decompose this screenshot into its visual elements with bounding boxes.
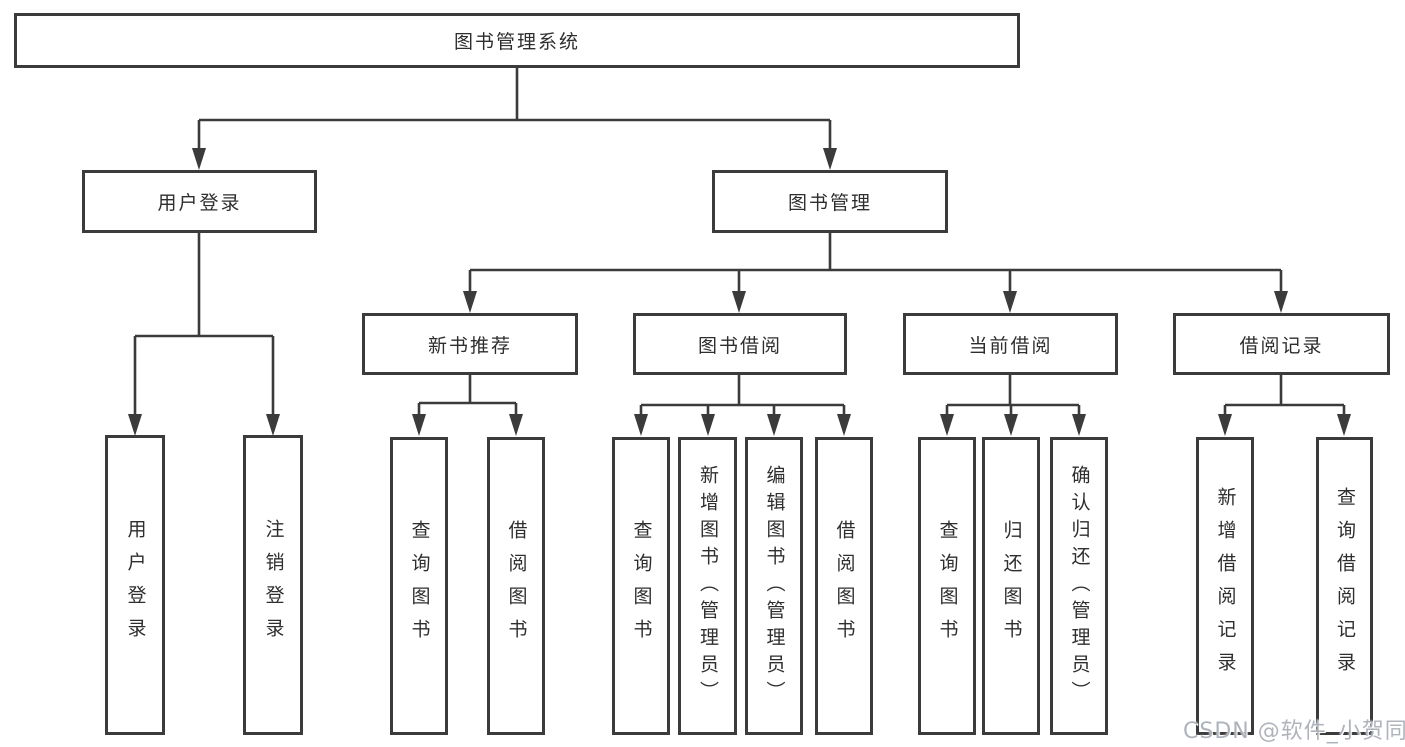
node-library-management-system: 图书管理系统 — [14, 13, 1020, 68]
leaf-logout: 注销登录 — [243, 435, 303, 735]
node-new-book-recommend: 新书推荐 — [362, 313, 578, 375]
node-label: 借阅图书 — [833, 520, 856, 652]
node-label: 用户登录 — [124, 519, 147, 651]
leaf-borrow-edit-books-admin: 编辑图书（管理员） — [745, 437, 803, 735]
node-label: 确认归还（管理员） — [1068, 464, 1091, 708]
leaf-records-query-record: 查询借阅记录 — [1316, 437, 1373, 735]
node-label: 图书管理系统 — [453, 31, 580, 53]
node-label: 图书管理 — [787, 192, 872, 214]
node-label: 归还图书 — [1000, 520, 1023, 652]
node-borrow-records: 借阅记录 — [1173, 313, 1390, 375]
node-label: 图书借阅 — [697, 334, 782, 357]
node-book-borrow: 图书借阅 — [633, 313, 847, 375]
leaf-user-login: 用户登录 — [105, 435, 165, 735]
node-label: 新增图书（管理员） — [697, 464, 719, 708]
leaf-borrow-add-books-admin: 新增图书（管理员） — [678, 437, 737, 735]
leaf-current-return-books: 归还图书 — [982, 437, 1040, 735]
csdn-watermark: CSDN @软件_小贺同学 — [1183, 719, 1405, 744]
node-user-login-branch: 用户登录 — [82, 170, 317, 233]
leaf-newbooks-borrow-books: 借阅图书 — [487, 437, 545, 735]
node-label: 借阅图书 — [505, 520, 528, 652]
node-label: 查询图书 — [936, 520, 959, 652]
node-label: 查询图书 — [408, 520, 431, 652]
node-current-borrow: 当前借阅 — [903, 313, 1118, 375]
node-label: 新书推荐 — [427, 334, 512, 357]
leaf-borrow-query-books: 查询图书 — [612, 437, 670, 735]
node-label: 新增借阅记录 — [1214, 487, 1237, 685]
node-book-management: 图书管理 — [712, 170, 948, 233]
leaf-records-add-record: 新增借阅记录 — [1196, 437, 1254, 735]
node-label: 用户登录 — [157, 192, 242, 214]
node-label: 注销登录 — [262, 519, 285, 651]
leaf-current-confirm-return-admin: 确认归还（管理员） — [1050, 437, 1108, 735]
node-label: 当前借阅 — [968, 334, 1053, 357]
leaf-newbooks-query-books: 查询图书 — [390, 437, 448, 735]
leaf-borrow-borrow-books: 借阅图书 — [815, 437, 873, 735]
node-label: 借阅记录 — [1239, 334, 1324, 357]
node-label: 查询图书 — [630, 520, 653, 652]
node-label: 编辑图书（管理员） — [763, 464, 786, 708]
node-label: 查询借阅记录 — [1334, 487, 1356, 685]
leaf-current-query-books: 查询图书 — [918, 437, 976, 735]
